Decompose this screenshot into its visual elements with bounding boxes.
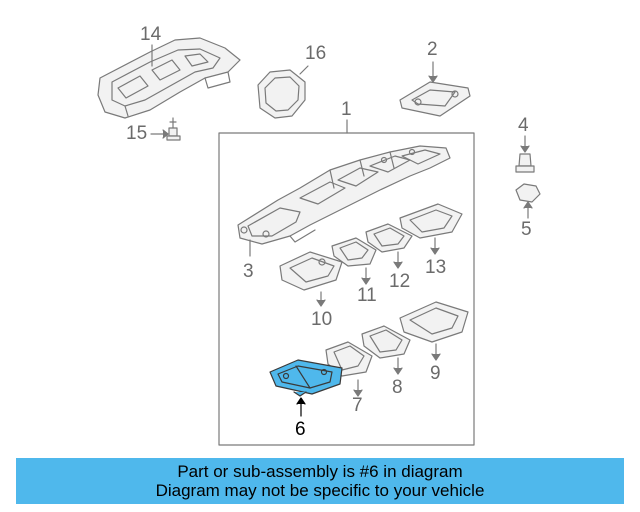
callout-6: 6 <box>295 419 306 440</box>
callout-4: 4 <box>518 115 529 136</box>
part-12-lamp <box>365 223 413 269</box>
callout-14: 14 <box>140 24 162 45</box>
part-11-lamp <box>331 237 377 285</box>
part-10-lamp <box>279 251 343 307</box>
part-4-bolt <box>515 135 535 173</box>
callout-16: 16 <box>305 43 327 64</box>
banner-line-part: Part or sub-assembly is #6 in diagram <box>177 462 463 481</box>
callout-9: 9 <box>430 363 441 384</box>
part-14-console <box>97 37 241 119</box>
parts-diagram <box>97 37 541 446</box>
part-9-lamp <box>399 301 469 361</box>
part-6-highlighted <box>269 359 343 397</box>
callout-1: 1 <box>341 99 352 120</box>
callout-10: 10 <box>311 309 333 330</box>
banner-line-disclaimer: Diagram may not be specific to your vehi… <box>155 481 485 500</box>
callout-5: 5 <box>521 219 532 240</box>
part-info-banner: Part or sub-assembly is #6 in diagram Di… <box>16 458 624 504</box>
callout-8: 8 <box>392 377 403 398</box>
callout-2: 2 <box>427 39 438 60</box>
part-2-bracket <box>399 61 471 117</box>
callout-11: 11 <box>357 285 377 306</box>
callout-13: 13 <box>425 257 447 278</box>
callout-12: 12 <box>389 271 411 292</box>
part-1-assembly <box>237 145 451 245</box>
part-16-cover <box>257 65 309 119</box>
callout-15: 15 <box>126 123 148 144</box>
part-8-lamp <box>361 325 411 375</box>
part-13-lamp <box>399 203 463 255</box>
callout-arrow-6 <box>296 397 306 417</box>
part-5-clip <box>515 183 541 219</box>
callout-3: 3 <box>243 261 254 282</box>
callout-7: 7 <box>352 395 363 416</box>
part-15-screw <box>150 117 181 141</box>
